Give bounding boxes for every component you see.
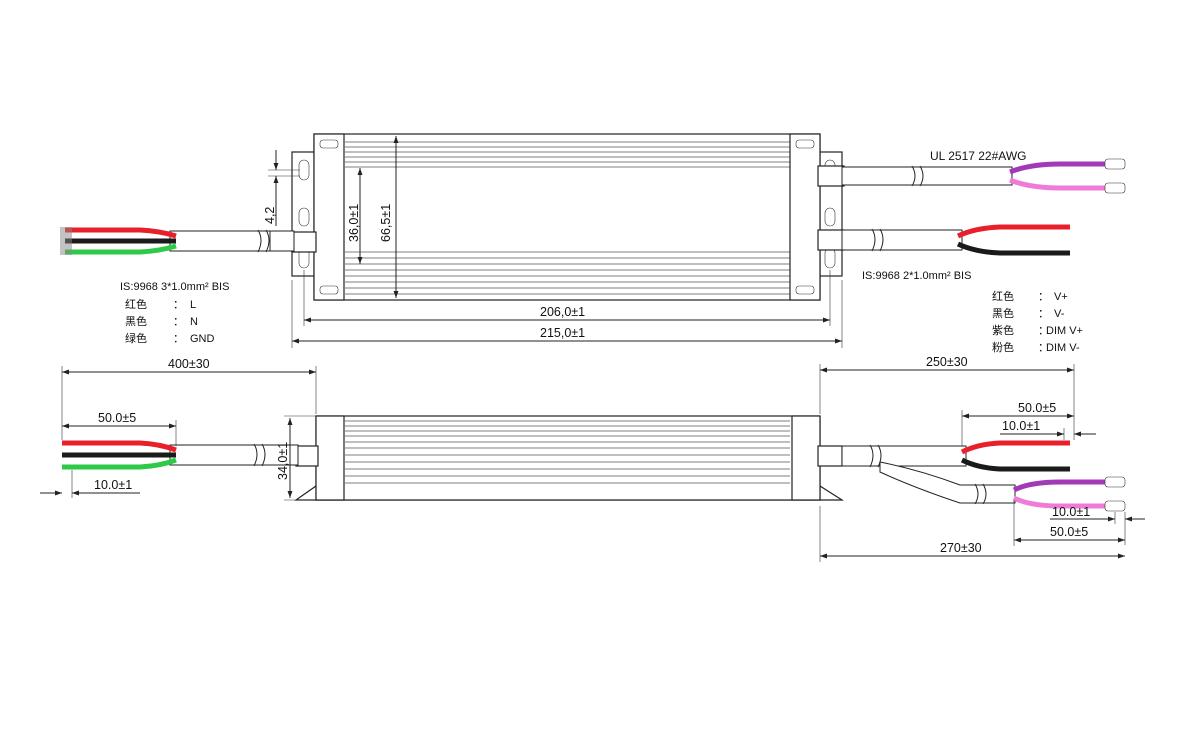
svg-text:L: L: [190, 299, 196, 311]
top-view-dimensions: 4,2 36,0±1 66,5±1 206,0±1 215,0±1: [263, 136, 843, 348]
wire-black: [956, 241, 1070, 256]
svg-text:GND: GND: [190, 333, 215, 345]
wire-green: [62, 457, 177, 470]
output-cable-spec: IS:9968 2*1.0mm² BIS: [862, 270, 971, 282]
svg-text:红色: 红色: [125, 297, 147, 311]
input-cable-top: [60, 227, 295, 255]
svg-text:黑色: 黑色: [125, 314, 147, 328]
svg-text:粉色: 粉色: [992, 340, 1014, 354]
svg-text:V+: V+: [1054, 291, 1068, 303]
side-view-dimensions: 34,0±1 400±30 50.0±5 10.0±1 250±30 50.0±…: [40, 355, 1145, 562]
svg-text:250±30: 250±30: [926, 355, 968, 369]
svg-text:：: ：: [173, 333, 184, 345]
dim-cable-spec: UL 2517 22#AWG: [930, 149, 1027, 163]
wire-purple: [1012, 479, 1105, 493]
svg-text:DIM V-: DIM V-: [1046, 342, 1080, 354]
svg-text:270±30: 270±30: [940, 541, 982, 555]
svg-text:V-: V-: [1054, 308, 1065, 320]
svg-text:34,0±1: 34,0±1: [276, 442, 290, 480]
heatsink-fins-top: [345, 141, 790, 295]
top-view: [291, 133, 845, 301]
wire-red: [956, 224, 1070, 239]
dim-cable-top: [841, 158, 1126, 194]
wire-green: [65, 243, 177, 255]
svg-text:4,2: 4,2: [263, 207, 277, 224]
wire-black: [960, 457, 1070, 472]
svg-text:N: N: [190, 316, 198, 328]
output-cable-top: [841, 224, 1070, 256]
wire-red: [960, 440, 1070, 455]
svg-text:黑色: 黑色: [992, 306, 1014, 320]
svg-text:绿色: 绿色: [125, 331, 147, 345]
housing-side: [315, 415, 821, 501]
output-wire-legend: 红色 ： V+ 黑色 ： V- 紫色 ： DIM V+ 粉色 ： DIM V-: [992, 289, 1083, 354]
end-cap-left: [313, 133, 345, 301]
svg-text:10.0±1: 10.0±1: [1002, 419, 1040, 433]
svg-text:：: ：: [1038, 325, 1049, 337]
svg-text:50.0±5: 50.0±5: [1018, 401, 1056, 415]
heatsink-fins-side: [345, 420, 790, 484]
svg-text:66,5±1: 66,5±1: [379, 204, 393, 242]
svg-text:50.0±5: 50.0±5: [1050, 525, 1088, 539]
input-cable-spec: IS:9968 3*1.0mm² BIS: [120, 281, 229, 293]
svg-text:：: ：: [1038, 291, 1049, 303]
svg-text:36,0±1: 36,0±1: [347, 204, 361, 242]
output-cable-side: [841, 440, 1070, 472]
svg-text:：: ：: [1038, 342, 1049, 354]
svg-text:10.0±1: 10.0±1: [1052, 505, 1090, 519]
svg-text:10.0±1: 10.0±1: [94, 478, 132, 492]
input-wire-legend: 红色 ： L 黑色 ： N 绿色 ： GND: [125, 297, 215, 345]
dim-cable-side: [879, 461, 1126, 512]
side-view: [294, 415, 845, 501]
svg-text:紫色: 紫色: [992, 323, 1014, 337]
svg-text:：: ：: [1038, 308, 1049, 320]
svg-text:50.0±5: 50.0±5: [98, 411, 136, 425]
wire-purple: [1009, 161, 1105, 175]
svg-text:：: ：: [173, 316, 184, 328]
wire-red: [62, 440, 177, 453]
wire-pink: [1009, 177, 1105, 191]
end-cap-right: [789, 133, 821, 301]
wire-red: [65, 227, 177, 239]
svg-text:红色: 红色: [992, 289, 1014, 303]
wire-pink: [1012, 495, 1105, 509]
input-cable-side: [62, 440, 299, 470]
svg-text:：: ：: [173, 299, 184, 311]
svg-text:DIM V+: DIM V+: [1046, 325, 1083, 337]
svg-text:215,0±1: 215,0±1: [540, 326, 585, 340]
svg-text:400±30: 400±30: [168, 357, 210, 371]
svg-text:206,0±1: 206,0±1: [540, 305, 585, 319]
